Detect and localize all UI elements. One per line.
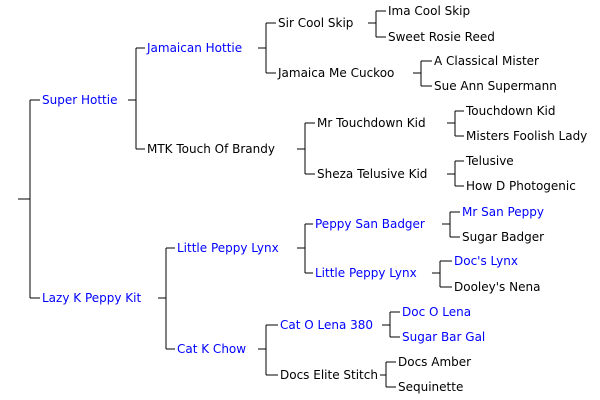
dam-sire-dam-dam-name: Dooley's Nena [452,280,543,294]
sire-dam-dam-name: Sheza Telusive Kid [315,167,430,181]
sire-sire-dam-name: Jamaica Me Cuckoo [276,66,397,80]
sire-dam-dam-sire-name: Telusive [464,154,516,168]
dam-sire-dam-name[interactable]: Little Peppy Lynx [313,266,419,280]
sire-sire-dam-dam-name: Sue Ann Supermann [432,79,559,93]
dam-sire-sire-dam-name: Sugar Badger [460,230,547,244]
sire-name[interactable]: Super Hottie [40,93,120,107]
dam-dam-name[interactable]: Cat K Chow [175,342,249,356]
sire-dam-sire-name: Mr Touchdown Kid [315,116,428,130]
sire-dam-dam-dam-name: How D Photogenic [464,179,578,193]
dam-dam-dam-sire-name: Docs Amber [396,355,474,369]
dam-dam-dam-name: Docs Elite Stitch [278,368,380,382]
sire-sire-sire-name: Sir Cool Skip [276,16,356,30]
sire-sire-name[interactable]: Jamaican Hottie [145,41,245,55]
dam-sire-dam-sire-name[interactable]: Doc's Lynx [452,254,520,268]
sire-dam-sire-sire-name: Touchdown Kid [464,104,558,118]
dam-dam-sire-name[interactable]: Cat O Lena 380 [278,318,376,332]
dam-dam-dam-dam-name: Sequinette [396,380,466,394]
sire-sire-dam-sire-name: A Classical Mister [432,54,541,68]
dam-sire-name[interactable]: Little Peppy Lynx [175,241,281,255]
sire-sire-sire-sire-name: Ima Cool Skip [386,4,473,18]
dam-sire-sire-name[interactable]: Peppy San Badger [313,217,427,231]
sire-dam-name: MTK Touch Of Brandy [145,142,277,156]
dam-sire-sire-sire-name[interactable]: Mr San Peppy [460,205,547,219]
dam-dam-sire-dam-name[interactable]: Sugar Bar Gal [400,330,488,344]
sire-dam-sire-dam-name: Misters Foolish Lady [464,129,590,143]
dam-name[interactable]: Lazy K Peppy Kit [40,291,144,305]
sire-sire-sire-dam-name: Sweet Rosie Reed [386,30,497,44]
dam-dam-sire-sire-name[interactable]: Doc O Lena [400,305,474,319]
